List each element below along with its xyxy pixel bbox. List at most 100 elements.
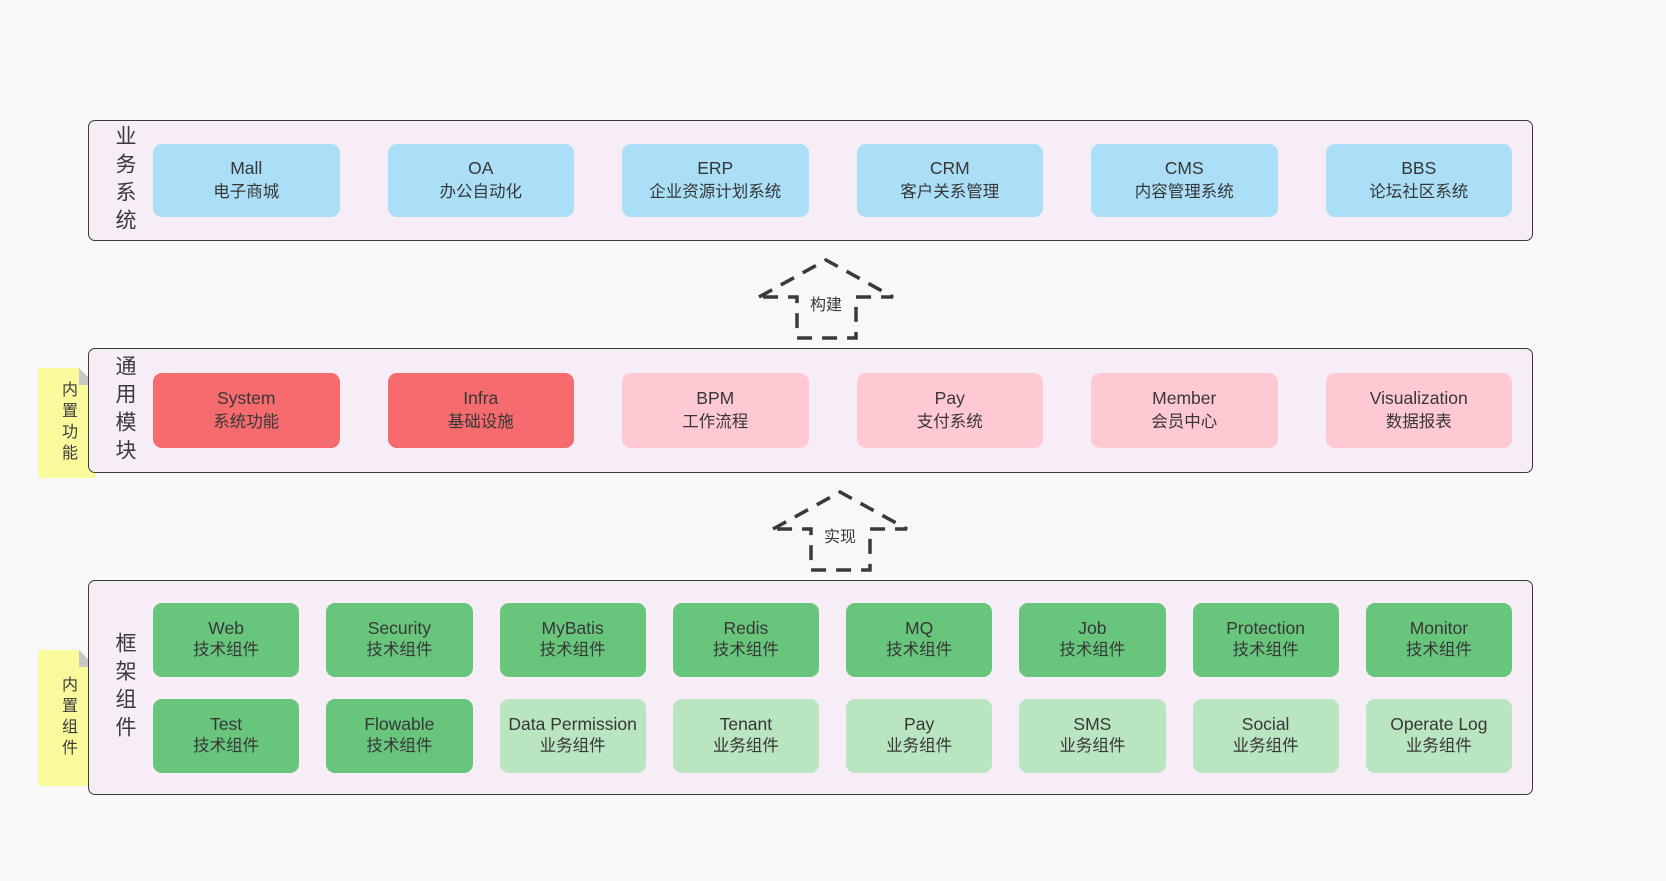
box-mybatis: MyBatis 技术组件: [499, 602, 646, 677]
box-subtitle: 业务组件: [712, 737, 779, 756]
box-title: Social: [1241, 714, 1290, 735]
box-title: MyBatis: [541, 618, 604, 639]
implement-arrow: 实现: [770, 488, 910, 574]
box-title: BBS: [1401, 157, 1437, 178]
box-subtitle: 会员中心: [1151, 413, 1218, 432]
box-monitor: Monitor 技术组件: [1365, 602, 1512, 677]
box-title: CRM: [929, 157, 970, 178]
up-arrow-icon: [758, 258, 894, 340]
box-subtitle: 技术组件: [193, 641, 260, 660]
box-subtitle: 论坛社区系统: [1369, 183, 1469, 202]
box-title: Operate Log: [1390, 714, 1488, 735]
box-title: Member: [1152, 387, 1217, 408]
panel-components-label: 框架组件: [113, 631, 136, 744]
box-pay-component: Pay 业务组件: [846, 698, 993, 773]
box-redis: Redis 技术组件: [672, 602, 819, 677]
box-mq: MQ 技术组件: [846, 602, 993, 677]
box-title: Redis: [723, 618, 769, 639]
box-member: Member 会员中心: [1091, 373, 1278, 448]
box-title: System: [217, 387, 276, 408]
box-title: Security: [367, 618, 431, 639]
box-subtitle: 业务组件: [539, 737, 606, 756]
box-subtitle: 业务组件: [1232, 737, 1299, 756]
box-title: Infra: [463, 387, 499, 408]
box-subtitle: 工作流程: [682, 413, 749, 432]
box-subtitle: 技术组件: [1232, 641, 1299, 660]
box-subtitle: 技术组件: [366, 641, 433, 660]
box-visualization: Visualization 数据报表: [1325, 373, 1512, 448]
box-subtitle: 技术组件: [193, 737, 260, 756]
box-title: BPM: [696, 387, 735, 408]
up-arrow-icon: [772, 490, 908, 572]
panel-common-modules: 通用模块 System 系统功能 Infra 基础设施 BPM 工作流程 Pay…: [88, 348, 1533, 473]
box-subtitle: 系统功能: [213, 413, 280, 432]
box-social: Social 业务组件: [1192, 698, 1339, 773]
panel-business-systems: 业务系统 Mall 电子商城 OA 办公自动化 ERP 企业资源计划系统 CRM…: [88, 120, 1533, 241]
box-title: Mall: [230, 157, 263, 178]
box-subtitle: 内容管理系统: [1134, 183, 1234, 202]
box-title: Monitor: [1409, 618, 1469, 639]
box-title: MQ: [905, 618, 934, 639]
box-subtitle: 支付系统: [916, 413, 983, 432]
box-job: Job 技术组件: [1019, 602, 1166, 677]
box-mall: Mall 电子商城: [153, 144, 340, 217]
box-oa: OA 办公自动化: [387, 144, 574, 217]
build-arrow-label: 构建: [806, 290, 846, 316]
box-title: Test: [210, 714, 243, 735]
box-bbs: BBS 论坛社区系统: [1325, 144, 1512, 217]
builtin-functions-tab-label: 内置功能: [59, 381, 76, 465]
box-subtitle: 技术组件: [539, 641, 606, 660]
box-subtitle: 办公自动化: [439, 183, 523, 202]
box-subtitle: 客户关系管理: [900, 183, 1000, 202]
panel-modules-label: 通用模块: [113, 354, 136, 467]
box-operate-log: Operate Log 业务组件: [1365, 698, 1512, 773]
box-subtitle: 基础设施: [447, 413, 514, 432]
builtin-components-tab-label: 内置组件: [59, 676, 76, 760]
box-subtitle: 技术组件: [1059, 641, 1126, 660]
box-subtitle: 技术组件: [366, 737, 433, 756]
box-subtitle: 数据报表: [1385, 413, 1452, 432]
box-system: System 系统功能: [153, 373, 340, 448]
box-subtitle: 业务组件: [1059, 737, 1126, 756]
components-row-2: Test 技术组件 Flowable 技术组件 Data Permission …: [153, 698, 1512, 773]
panel-business-label: 业务系统: [113, 124, 136, 237]
box-crm: CRM 客户关系管理: [856, 144, 1043, 217]
implement-arrow-label: 实现: [820, 522, 860, 548]
panel-framework-components: 框架组件 Web 技术组件 Security 技术组件 MyBatis 技术组件…: [88, 580, 1533, 795]
box-title: Visualization: [1369, 387, 1468, 408]
box-title: Job: [1078, 618, 1107, 639]
box-subtitle: 企业资源计划系统: [649, 183, 782, 202]
box-title: Flowable: [364, 714, 435, 735]
box-tenant: Tenant 业务组件: [672, 698, 819, 773]
box-bpm: BPM 工作流程: [622, 373, 809, 448]
box-title: CMS: [1164, 157, 1204, 178]
components-row-1: Web 技术组件 Security 技术组件 MyBatis 技术组件 Redi…: [153, 602, 1512, 677]
box-web: Web 技术组件: [153, 602, 300, 677]
box-pay: Pay 支付系统: [856, 373, 1043, 448]
box-test: Test 技术组件: [153, 698, 300, 773]
box-security: Security 技术组件: [326, 602, 473, 677]
components-rows: Web 技术组件 Security 技术组件 MyBatis 技术组件 Redi…: [147, 602, 1512, 773]
box-title: ERP: [697, 157, 734, 178]
box-data-permission: Data Permission 业务组件: [499, 698, 646, 773]
box-title: Protection: [1226, 618, 1306, 639]
box-infra: Infra 基础设施: [387, 373, 574, 448]
box-subtitle: 业务组件: [886, 737, 953, 756]
box-subtitle: 电子商城: [213, 183, 280, 202]
box-subtitle: 业务组件: [1405, 737, 1472, 756]
box-subtitle: 技术组件: [712, 641, 779, 660]
box-title: Pay: [934, 387, 965, 408]
box-title: Data Permission: [508, 714, 637, 735]
box-subtitle: 技术组件: [1405, 641, 1472, 660]
box-erp: ERP 企业资源计划系统: [622, 144, 809, 217]
box-flowable: Flowable 技术组件: [326, 698, 473, 773]
business-box-row: Mall 电子商城 OA 办公自动化 ERP 企业资源计划系统 CRM 客户关系…: [147, 144, 1512, 217]
modules-box-row: System 系统功能 Infra 基础设施 BPM 工作流程 Pay 支付系统…: [147, 373, 1512, 448]
box-title: Tenant: [719, 714, 773, 735]
box-title: OA: [468, 157, 494, 178]
box-subtitle: 技术组件: [886, 641, 953, 660]
box-title: Pay: [904, 714, 935, 735]
box-sms: SMS 业务组件: [1019, 698, 1166, 773]
box-title: SMS: [1073, 714, 1112, 735]
